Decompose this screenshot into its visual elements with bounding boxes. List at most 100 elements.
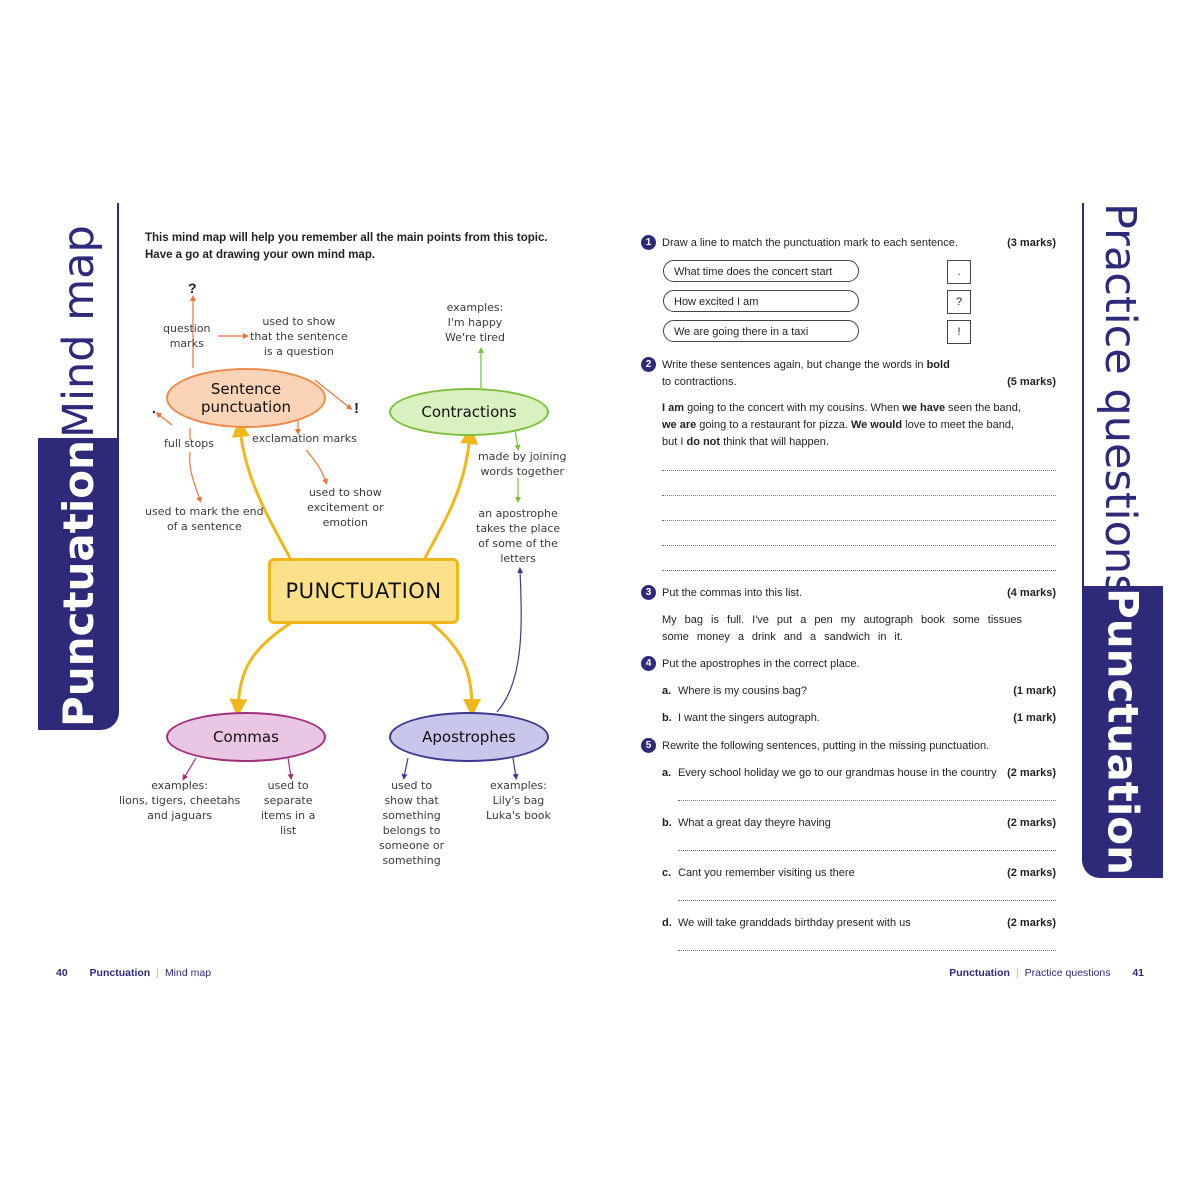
- right-tab-rule: [1082, 203, 1084, 586]
- q2-plain: seen the band,: [945, 402, 1021, 414]
- apostrophes-use-note: used to show that something belongs to s…: [379, 778, 444, 868]
- sentence-node-line-1: Sentence: [210, 380, 282, 398]
- note-line: examples:: [490, 779, 547, 792]
- question-3-marks: (4 marks): [1007, 587, 1056, 599]
- note-line: question: [163, 322, 211, 335]
- note-line: words together: [480, 465, 565, 478]
- note-line: is a question: [263, 345, 334, 358]
- q5-answer-line[interactable]: [678, 900, 1056, 901]
- note-line: an apostrophe: [478, 507, 558, 520]
- q2-plain: going to the concert with my cousins. Wh…: [684, 402, 903, 414]
- contractions-apostrophe-note: an apostrophe takes the place of some of…: [476, 506, 560, 566]
- note-line: used to show: [262, 315, 336, 328]
- q1-sentence-box[interactable]: What time does the concert start: [663, 260, 859, 282]
- question-2-text: Write these sentences again, but change …: [662, 357, 950, 391]
- question-1-marks: (3 marks): [1007, 237, 1056, 249]
- note-line: used to: [267, 779, 309, 792]
- q1-symbol-box[interactable]: ?: [947, 290, 971, 314]
- full-stop-symbol: .: [152, 400, 156, 416]
- q4-a-label: a.: [662, 685, 672, 697]
- q1-symbol-box[interactable]: !: [947, 320, 971, 344]
- contractions-made-by-note: made by joining words together: [478, 449, 567, 479]
- mind-map-intro: This mind map will help you remember all…: [145, 230, 548, 264]
- contractions-node-label: Contractions: [421, 403, 517, 421]
- q2-line-1: Write these sentences again, but change …: [662, 359, 927, 371]
- q2-plain: love to meet the band,: [902, 419, 1015, 431]
- q2-plain: think that will happen.: [720, 436, 829, 448]
- full-stops-use-note: used to mark the end of a sentence: [145, 504, 264, 534]
- q2-answer-line[interactable]: [662, 570, 1056, 571]
- q5-item-text: What a great day theyre having: [678, 817, 831, 829]
- note-line: something: [382, 854, 441, 867]
- sentence-punctuation-node: Sentence punctuation: [166, 368, 326, 428]
- q1-symbol-box[interactable]: .: [947, 260, 971, 284]
- center-node-label: PUNCTUATION: [285, 579, 442, 603]
- q2-answer-line[interactable]: [662, 495, 1056, 496]
- q4-b-text: I want the singers autograph.: [678, 712, 820, 724]
- q1-sentence-box[interactable]: We are going there in a taxi: [663, 320, 859, 342]
- q1-sentence-box[interactable]: How excited I am: [663, 290, 859, 312]
- right-section-tab-text: Punctuation: [1098, 588, 1148, 876]
- q2-answer-line[interactable]: [662, 545, 1056, 546]
- left-section-tab: Punctuation: [38, 438, 119, 730]
- q4-b-label: b.: [662, 712, 672, 724]
- apostrophes-node-label: Apostrophes: [422, 728, 516, 746]
- q5-answer-line[interactable]: [678, 850, 1056, 851]
- q5-answer-line[interactable]: [678, 950, 1056, 951]
- contractions-node: Contractions: [389, 388, 549, 436]
- full-stops-note: full stops: [164, 437, 214, 450]
- note-line: letters: [500, 552, 536, 565]
- q5-answer-line[interactable]: [678, 800, 1056, 801]
- commas-examples-note: examples: lions, tigers, cheetahs and ja…: [119, 778, 240, 823]
- question-5-text: Rewrite the following sentences, putting…: [662, 740, 990, 752]
- right-footer-section: Punctuation: [949, 967, 1010, 979]
- exclamation-marks-note: exclamation marks: [252, 432, 357, 445]
- note-line: takes the place: [476, 522, 561, 535]
- note-line: excitement or: [307, 501, 384, 514]
- q5-item-label: b.: [662, 817, 672, 829]
- q2-answer-line[interactable]: [662, 470, 1056, 471]
- q3-list-line-2: some money a drink and a sandwich in it.: [662, 631, 903, 643]
- note-line: marks: [169, 337, 204, 350]
- q5-item-marks: (2 marks): [1007, 917, 1056, 929]
- commas-node-label: Commas: [213, 728, 279, 746]
- question-1-number: 1: [641, 235, 656, 250]
- question-4-number: 4: [641, 656, 656, 671]
- q5-item-label: a.: [662, 767, 672, 779]
- note-line: We're tired: [445, 331, 505, 344]
- q2-answer-line[interactable]: [662, 520, 1056, 521]
- apostrophes-node: Apostrophes: [389, 712, 549, 762]
- note-line: someone or: [379, 839, 445, 852]
- note-line: I'm happy: [447, 316, 503, 329]
- left-footer: 40 Punctuation|Mind map: [56, 967, 212, 979]
- question-5-number: 5: [641, 738, 656, 753]
- q4-b-marks: (1 mark): [1013, 712, 1056, 724]
- punctuation-center-node: PUNCTUATION: [268, 558, 459, 624]
- question-2-marks: (5 marks): [1007, 376, 1056, 388]
- note-line: lions, tigers, cheetahs: [119, 794, 241, 807]
- q5-item-marks: (2 marks): [1007, 867, 1056, 879]
- note-line: Lily's bag: [492, 794, 545, 807]
- right-page-number: 41: [1132, 967, 1144, 979]
- right-footer: Punctuation|Practice questions 41: [949, 967, 1144, 979]
- note-line: separate: [263, 794, 313, 807]
- q5-item-label: c.: [662, 867, 672, 879]
- note-line: show that: [384, 794, 439, 807]
- note-line: belongs to: [382, 824, 441, 837]
- note-line: used to show: [308, 486, 382, 499]
- q2-bold: do not: [686, 436, 721, 448]
- note-line: Luka's book: [486, 809, 551, 822]
- q5-item-marks: (2 marks): [1007, 767, 1056, 779]
- note-line: made by joining: [478, 450, 567, 463]
- q3-list-line-1: My bag is full. I've put a pen my autogr…: [662, 614, 1022, 626]
- commas-node: Commas: [166, 712, 326, 762]
- right-section-tab: Punctuation: [1082, 586, 1163, 878]
- exclamation-mark-symbol: !: [354, 400, 359, 417]
- question-marks-note: question marks: [163, 321, 211, 351]
- q2-bold: we are: [662, 419, 697, 431]
- question-3-text: Put the commas into this list.: [662, 587, 802, 599]
- question-marks-use-note: used to show that the sentence is a ques…: [250, 314, 348, 359]
- q4-a-marks: (1 mark): [1013, 685, 1056, 697]
- q5-item-text: Every school holiday we go to our grandm…: [678, 767, 997, 779]
